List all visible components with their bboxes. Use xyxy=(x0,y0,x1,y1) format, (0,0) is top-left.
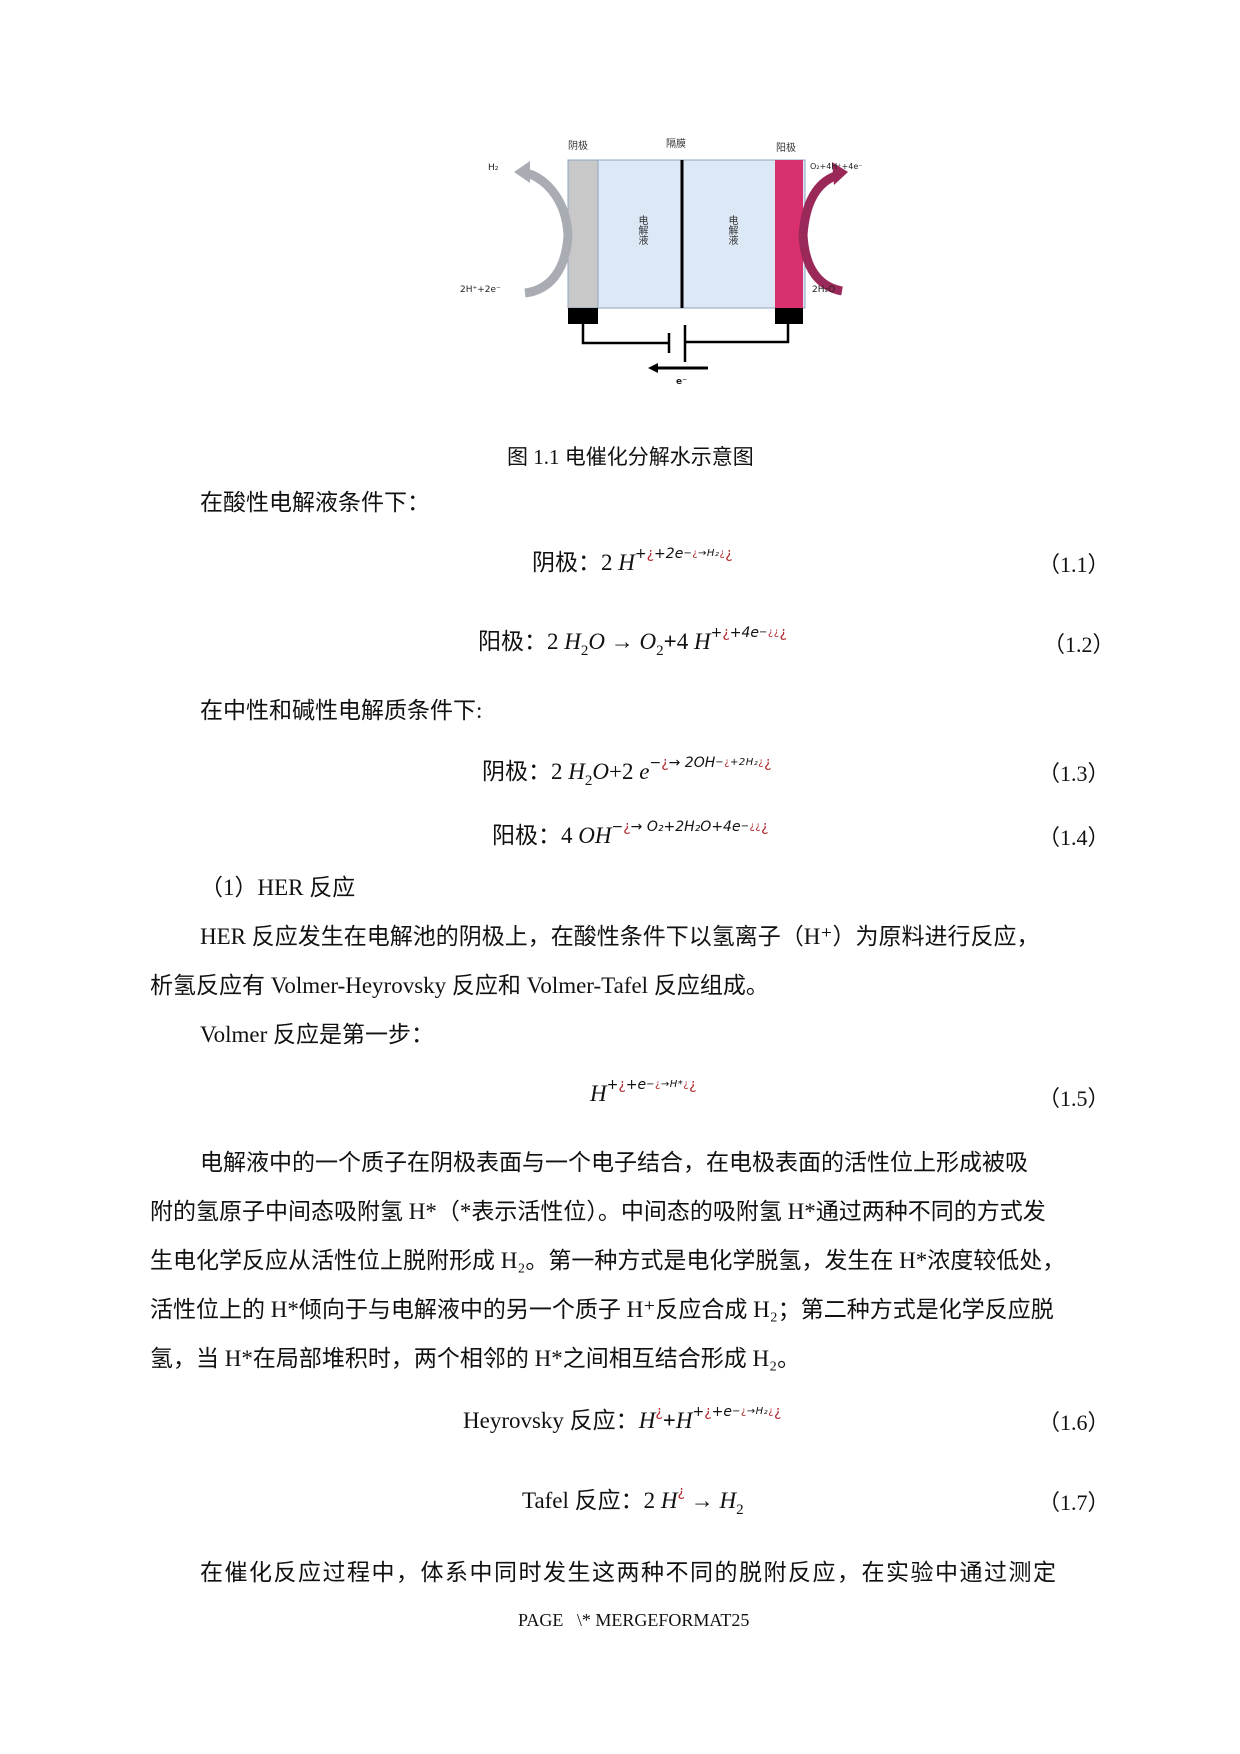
cathode-label: 阴极 xyxy=(568,141,588,152)
volmer-intro: Volmer 反应是第一步： xyxy=(200,1022,435,1047)
equation-1-3: 阴极：2 H2O+2 e−¿→ 2OH−¿+2H₂¿¿ xyxy=(482,755,772,789)
equation-1-5: H+¿+e−¿→H*¿¿ xyxy=(590,1077,697,1106)
mechanism-line-2: 附的氢原子中间态吸附氢 H*（*表示活性位）。中间态的吸附氢 H*通过两种不同的… xyxy=(150,1199,1046,1224)
equation-number: （1.6） xyxy=(1038,1410,1110,1435)
cathode-reactant-label: 2H⁺+2e⁻ xyxy=(460,285,501,295)
equation-1-4: 阳极：4 OH−¿→ O₂+2H₂O+4e−¿¿¿ xyxy=(492,819,769,848)
equation-number: （1.4） xyxy=(1038,825,1110,850)
her-heading: （1）HER 反应 xyxy=(200,875,356,900)
neutral-intro: 在中性和碱性电解质条件下: xyxy=(200,698,483,723)
equation-number: （1.5） xyxy=(1038,1086,1110,1111)
equation-number: （1.2） xyxy=(1043,632,1115,657)
mechanism-line-3: 生电化学反应从活性位上脱附形成 H₂。第一种方式是电化学脱氢，发生在 H*浓度较… xyxy=(150,1248,1066,1273)
cathode-product-label: H₂ xyxy=(488,163,499,173)
mechanism-line-5: 氢，当 H*在局部堆积时，两个相邻的 H*之间相互结合形成 H₂。 xyxy=(150,1346,801,1371)
equation-label: Heyrovsky 反应： xyxy=(463,1408,639,1433)
page-footer-field: PAGE \* MERGEFORMAT25 xyxy=(518,1610,750,1630)
anode-product-label: O₂+4H⁺+4e⁻ xyxy=(810,162,863,171)
her-paragraph-line-2: 析氢反应有 Volmer-Heyrovsky 反应和 Volmer-Tafel … xyxy=(150,973,769,998)
equation-number: （1.1） xyxy=(1038,552,1110,577)
acidic-intro: 在酸性电解液条件下： xyxy=(200,490,430,515)
electron-label: e⁻ xyxy=(676,377,687,387)
equation-number: （1.7） xyxy=(1038,1490,1110,1515)
figure-electrolysis-diagram: 阴极 隔膜 阳极 电解液 电解液 H₂ 2H⁺+2e⁻ O₂+4H⁺+4e⁻ 2… xyxy=(460,125,862,395)
equation-label: 阴极： xyxy=(482,759,551,784)
anode-reactant-label: 2H₂O xyxy=(812,285,836,295)
her-paragraph-line-1: HER 反应发生在电解池的阴极上，在酸性条件下以氢离子（H⁺）为原料进行反应， xyxy=(200,924,1040,949)
mechanism-line-1: 电解液中的一个质子在阴极表面与一个电子结合，在电极表面的活性位上形成被吸 xyxy=(200,1150,1028,1175)
equation-1-7: Tafel 反应：2 H¿ → H2 xyxy=(522,1484,744,1518)
equation-1-6: Heyrovsky 反应：H¿+H+¿+e−¿→H₂¿¿ xyxy=(463,1404,782,1433)
equation-1-1: 阴极：2 H+¿+2e−¿→H₂¿¿ xyxy=(532,546,733,575)
mechanism-line-4: 活性位上的 H*倾向于与电解液中的另一个质子 H⁺反应合成 H₂；第二种方式是化… xyxy=(150,1297,1054,1322)
equation-label: Tafel 反应： xyxy=(522,1488,644,1513)
equation-label: 阳极： xyxy=(492,823,561,848)
anode-label: 阳极 xyxy=(776,143,796,154)
electrolysis-diagram-svg xyxy=(514,159,848,373)
equation-label: 阳极： xyxy=(478,629,547,654)
electrolyte-label-left: 电解液 xyxy=(636,215,647,245)
figure-caption: 图 1.1 电催化分解水示意图 xyxy=(507,445,754,469)
electrolyte-label-right: 电解液 xyxy=(726,215,737,245)
membrane-label: 隔膜 xyxy=(666,139,686,150)
equation-label: 阴极： xyxy=(532,550,601,575)
last-paragraph-line: 在催化反应过程中，体系中同时发生这两种不同的脱附反应，在实验中通过测定 xyxy=(200,1560,1058,1585)
equation-number: （1.3） xyxy=(1038,761,1110,786)
equation-1-2: 阳极：2 H2O → O2+4 H+¿+4e−¿¿¿ xyxy=(478,625,787,659)
